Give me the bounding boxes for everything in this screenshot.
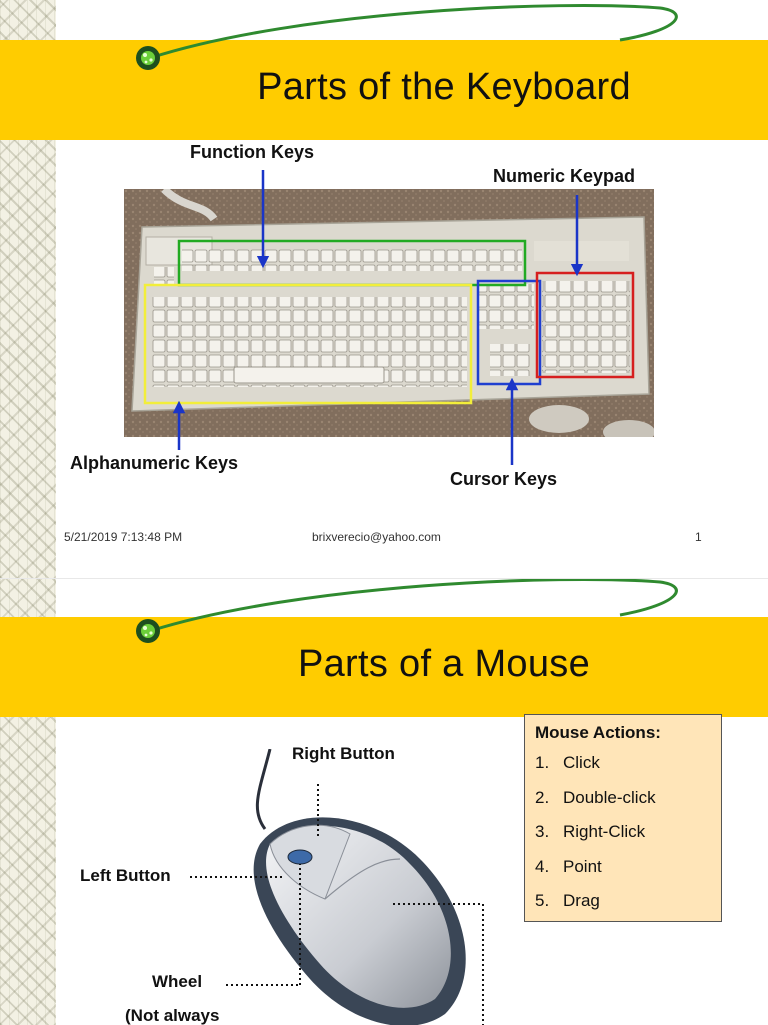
footer-page-number: 1 <box>695 530 702 544</box>
mouse-actions-title: Mouse Actions: <box>535 723 661 742</box>
title-band <box>0 617 768 717</box>
slide-mouse: Parts of a Mouse Right Button Left Butto… <box>0 578 768 1025</box>
keyboard-arrows <box>172 170 584 465</box>
page-title: Parts of a Mouse <box>297 643 591 685</box>
label-wheel: Wheel <box>152 972 203 991</box>
label-cursor-keys: Cursor Keys <box>450 469 558 489</box>
title-band <box>0 40 768 140</box>
label-numeric-keypad: Numeric Keypad <box>493 166 636 186</box>
label-wheel-note: (Not always <box>125 1006 220 1025</box>
list-item: 1.Click <box>535 753 600 772</box>
numeric-keypad-box <box>535 271 635 379</box>
footer-email: brixverecio@yahoo.com <box>312 530 441 544</box>
page-title: Parts of the Keyboard <box>257 66 631 108</box>
list-item: 4.Point <box>535 856 602 876</box>
label-function-keys: Function Keys <box>190 142 315 162</box>
mouse-actions-box: Mouse Actions: 1.Click 2.Double-click 3.… <box>524 714 722 922</box>
label-left-button: Left Button <box>80 866 171 885</box>
alphanumeric-keys-box <box>143 283 473 405</box>
footer-date: 5/21/2019 7:13:48 PM <box>64 530 183 544</box>
list-item: 2.Double-click <box>535 787 656 807</box>
mouse-actions-list: 1.Click 2.Double-click 3.Right-Click 4.P… <box>535 753 711 926</box>
slide-keyboard: Parts of the Keyboard <box>0 0 768 578</box>
mouse-leader-lines <box>190 784 484 1025</box>
mouse-image <box>253 749 466 1025</box>
label-alphanumeric-keys: Alphanumeric Keys <box>70 453 239 473</box>
list-item: 3.Right-Click <box>535 822 646 841</box>
label-right-button: Right Button <box>292 744 395 763</box>
title-swoosh <box>136 579 678 643</box>
title-swoosh <box>136 4 678 70</box>
list-item: 5.Drag <box>535 891 600 910</box>
